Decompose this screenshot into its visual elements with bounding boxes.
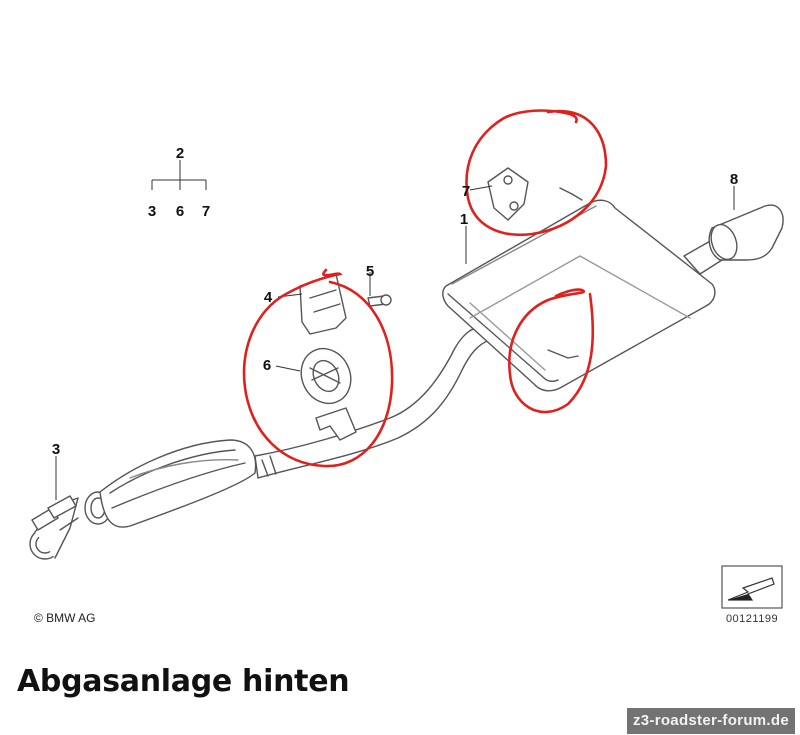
part-number-box	[721, 565, 783, 609]
callout-1: 1	[460, 211, 468, 228]
highlight-marks	[242, 109, 608, 468]
rear-silencer	[442, 199, 716, 392]
connecting-pipe	[254, 325, 491, 479]
callout-4: 4	[264, 289, 273, 306]
callout-7-group: 7	[202, 203, 210, 220]
rubber-ring-6	[300, 347, 352, 405]
callout-7: 7	[462, 183, 470, 200]
caption-title: Abgasanlage hinten	[17, 664, 350, 699]
callout-numbers: 2 3 6 7 1 7 8 4 5 6 3	[52, 145, 738, 458]
highlight-circle-right	[508, 288, 595, 414]
callout-2: 2	[176, 145, 184, 162]
pipe-clamp	[29, 495, 79, 560]
leader-lines	[55, 160, 735, 500]
callout-5: 5	[366, 263, 374, 280]
copyright-label: © BMW AG	[34, 611, 96, 625]
callout-3: 3	[52, 441, 60, 458]
rubber-mount-upper	[487, 167, 529, 221]
hanger-clip	[315, 407, 357, 441]
callout-8: 8	[730, 171, 738, 188]
bolt-5	[367, 294, 392, 307]
highlight-circle-top	[465, 109, 608, 237]
exploded-diagram: 2 3 6 7 1 7 8 4 5 6 3 © BMW AG 00121199	[0, 88, 800, 643]
part-number-label: 00121199	[726, 613, 778, 625]
watermark: z3-roadster-forum.de	[626, 708, 795, 734]
callout-6-group: 6	[176, 203, 184, 220]
exhaust-system	[29, 167, 784, 560]
callout-3-group: 3	[148, 203, 156, 220]
center-resonator	[99, 439, 257, 528]
callout-6: 6	[263, 357, 271, 374]
highlight-circle-left	[242, 268, 394, 468]
